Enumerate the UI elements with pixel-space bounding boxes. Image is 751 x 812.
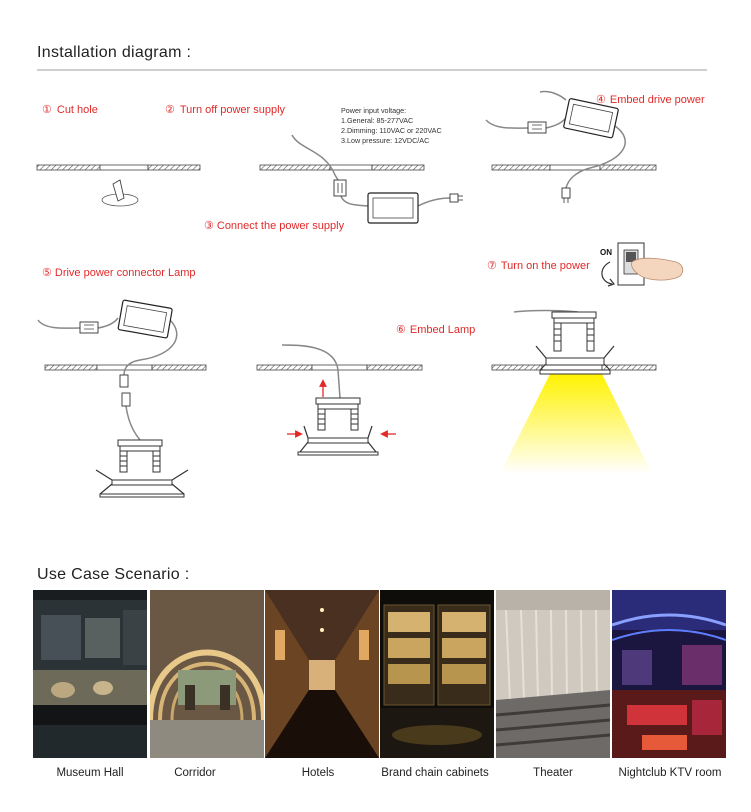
svg-text:3.Low pressure: 12VDC/AC: 3.Low pressure: 12VDC/AC — [341, 136, 429, 145]
power-cable — [291, 134, 451, 207]
driver-box-icon — [367, 192, 419, 224]
power-spec-note: Power input voltage: 1.General: 85-277VA… — [341, 106, 442, 145]
connector-icon — [333, 179, 347, 197]
photo-theater — [496, 590, 610, 758]
plug-icon — [449, 193, 463, 203]
plug-pair-icon — [119, 374, 131, 407]
connector-icon-2 — [527, 121, 547, 134]
caption-nightclub-ktv-room: Nightclub KTV room — [618, 767, 722, 779]
light-beam — [500, 374, 652, 474]
plug-icon-2 — [561, 187, 571, 203]
caption-hotels: Hotels — [301, 767, 335, 779]
step-6-ceiling — [256, 364, 423, 371]
driver-box-icon-3 — [117, 299, 173, 339]
photo-nightclub-ktv-room — [612, 590, 726, 758]
svg-text:ON: ON — [600, 248, 612, 257]
photo-brand-chain-cabinets — [380, 590, 494, 758]
connector-icon-3 — [79, 321, 99, 334]
installation-title: Installation diagram : — [37, 44, 192, 61]
svg-text:Power input voltage:: Power input voltage: — [341, 106, 406, 115]
caption-theater: Theater — [533, 767, 573, 779]
svg-text:2.Dimming: 110VAC or 220VAC: 2.Dimming: 110VAC or 220VAC — [341, 126, 442, 135]
photo-hotels — [265, 590, 379, 758]
caption-corridor: Corridor — [174, 767, 216, 779]
step-6-cable — [281, 344, 341, 399]
step-5-cables — [37, 317, 178, 441]
photo-corridor — [150, 590, 264, 758]
step-2-ceiling — [259, 164, 425, 171]
lamp-icon-1 — [95, 439, 189, 498]
step-1-ceiling — [36, 164, 201, 171]
caption-brand-chain-cabinets: Brand chain cabinets — [381, 767, 489, 779]
hand-icon — [631, 257, 684, 281]
use-case-title: Use Case Scenario : — [37, 566, 190, 583]
driver-box-icon-2 — [563, 98, 619, 139]
step-7-ceiling — [491, 364, 657, 371]
lamp-icon-3 — [535, 311, 615, 375]
caption-museum-hall: Museum Hall — [56, 767, 124, 779]
svg-text:1.General: 85-277VAC: 1.General: 85-277VAC — [341, 116, 413, 125]
hole-saw-icon — [101, 179, 139, 207]
lamp-icon-2 — [297, 397, 379, 456]
step-4-ceiling — [491, 164, 657, 171]
title-divider — [37, 69, 707, 71]
photo-museum-hall — [33, 590, 147, 758]
